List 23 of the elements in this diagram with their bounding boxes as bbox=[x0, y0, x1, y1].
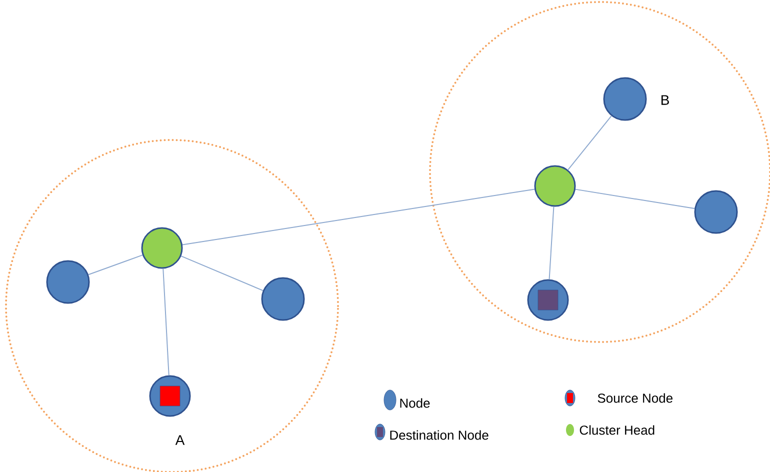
destination-node bbox=[527, 279, 569, 321]
legend-label: Node bbox=[400, 398, 430, 408]
sensor-node bbox=[261, 277, 305, 321]
connection-line bbox=[88, 254, 143, 276]
legend-label: Source Node bbox=[598, 393, 672, 403]
cluster-head-node bbox=[141, 227, 183, 269]
cluster-head-node bbox=[534, 165, 576, 207]
connection-line bbox=[548, 206, 554, 280]
connection-line bbox=[162, 268, 170, 376]
sensor-node bbox=[46, 260, 90, 304]
connection-line bbox=[182, 188, 536, 246]
source-node bbox=[149, 375, 191, 417]
cluster-label: B bbox=[661, 95, 669, 105]
legend-label: Cluster Head bbox=[580, 425, 654, 435]
sensor-node bbox=[603, 77, 647, 121]
cluster-boundary bbox=[5, 139, 339, 472]
connection-line bbox=[575, 188, 696, 210]
connection-line bbox=[568, 115, 612, 170]
legend-label: Destination Node bbox=[390, 430, 488, 440]
sensor-node bbox=[694, 190, 738, 234]
cluster-label: A bbox=[175, 435, 185, 445]
connection-line bbox=[180, 256, 264, 292]
cluster-boundary bbox=[429, 1, 770, 343]
